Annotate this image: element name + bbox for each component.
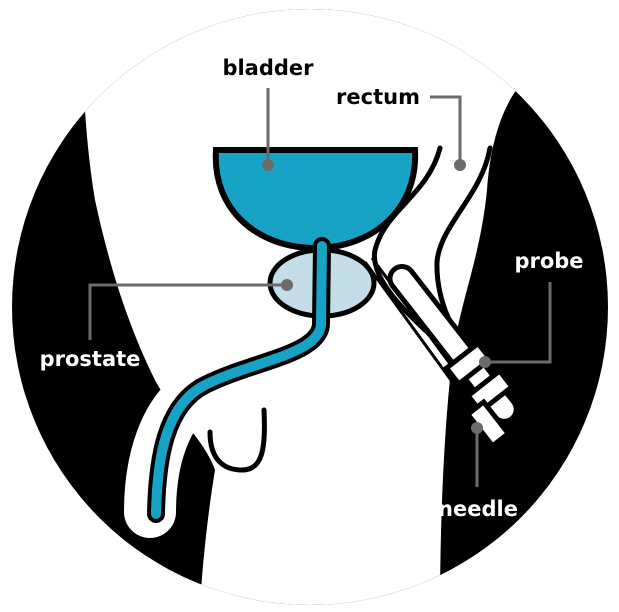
label-probe: probe — [514, 249, 583, 273]
label-prostate: prostate — [40, 347, 141, 371]
prostate-leader-dot — [281, 279, 293, 291]
bladder-leader-dot — [262, 159, 274, 171]
probe-leader-dot — [479, 356, 491, 368]
label-rectum: rectum — [336, 85, 420, 109]
rectum-leader-dot — [454, 159, 466, 171]
label-needle: needle — [438, 497, 518, 521]
needle-leader-dot — [471, 422, 483, 434]
label-bladder: bladder — [222, 56, 314, 80]
